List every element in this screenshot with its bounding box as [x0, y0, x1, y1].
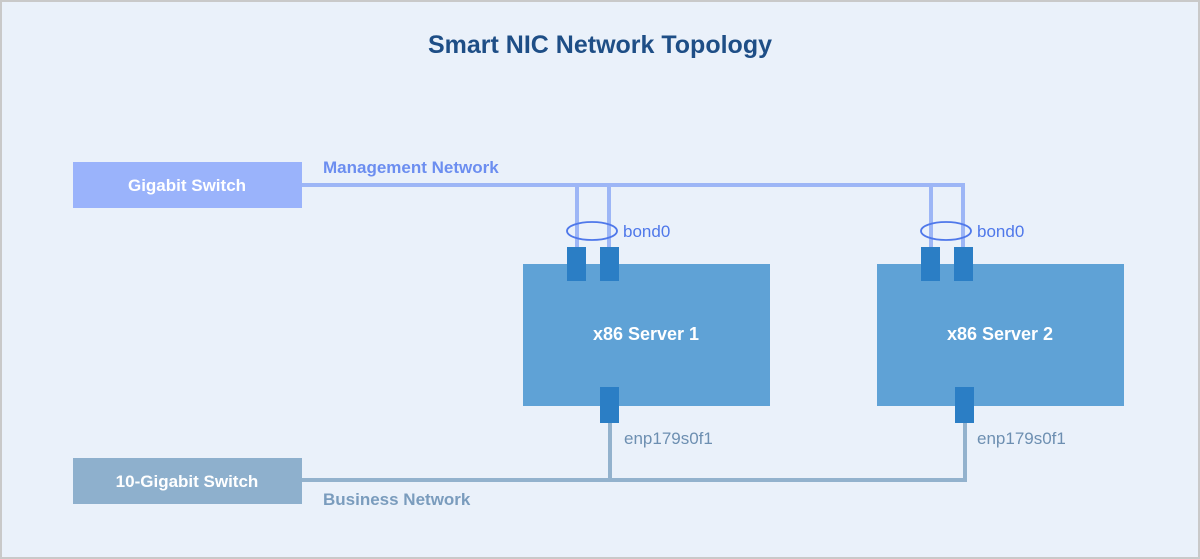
- gigabit-switch: [73, 162, 302, 208]
- server-2-business-port: [955, 387, 974, 423]
- server-1-business-port: [600, 387, 619, 423]
- server-2-bond-label: bond0: [977, 222, 1024, 241]
- server-2-mgmt-port-b: [954, 247, 973, 281]
- server-1-mgmt-port-a: [567, 247, 586, 281]
- server-1-bond-ring: [566, 221, 618, 241]
- server-1-bond-label: bond0: [623, 222, 670, 241]
- server-1-label: x86 Server 1: [593, 324, 699, 344]
- management-network-lines: [300, 183, 965, 250]
- server-2-bond-ring: [920, 221, 972, 241]
- business-network-label: Business Network: [323, 490, 471, 509]
- gigabit-switch-label: Gigabit Switch: [128, 176, 246, 195]
- server-2-label: x86 Server 2: [947, 324, 1053, 344]
- server-1-box: [523, 264, 770, 406]
- ten-gigabit-switch-label: 10-Gigabit Switch: [116, 472, 259, 491]
- server-2-box: [877, 264, 1124, 406]
- server-1-interface-label: enp179s0f1: [624, 429, 713, 448]
- server-1-mgmt-port-b: [600, 247, 619, 281]
- ten-gigabit-switch: [73, 458, 302, 504]
- server-2-interface-label: enp179s0f1: [977, 429, 1066, 448]
- management-network-label: Management Network: [323, 158, 499, 177]
- server-2-mgmt-port-a: [921, 247, 940, 281]
- diagram-title: Smart NIC Network Topology: [428, 31, 772, 59]
- business-network-lines: [300, 420, 967, 482]
